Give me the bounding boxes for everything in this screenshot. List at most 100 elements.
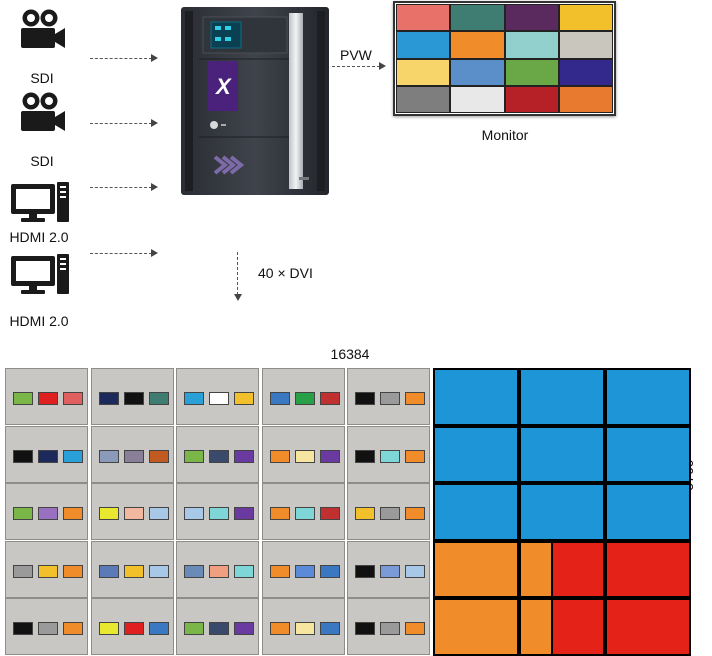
wall-block-red	[605, 540, 691, 598]
monitor-cell	[396, 4, 451, 32]
panel-swatch	[63, 507, 83, 520]
wall-panel	[347, 483, 430, 540]
input-arrow	[151, 249, 158, 257]
video-wall	[5, 368, 692, 656]
wall-panel	[176, 483, 259, 540]
panel-swatch	[13, 449, 33, 463]
wall-block-red	[605, 598, 691, 656]
panel-swatch	[63, 622, 83, 635]
input-arrow	[151, 119, 158, 127]
monitor-cell	[450, 4, 505, 32]
wall-panel	[347, 598, 430, 655]
input-arrow	[90, 58, 152, 59]
panel-swatch	[38, 449, 58, 463]
panel-swatch	[209, 564, 229, 578]
device-logo-text: X	[214, 74, 232, 99]
monitor-cell	[504, 85, 559, 113]
monitor-cell	[396, 85, 451, 113]
panel-swatch	[294, 449, 315, 463]
panel-swatch	[380, 449, 400, 463]
panel-swatch	[13, 564, 33, 578]
wall-panel	[90, 368, 174, 425]
video-camera-icon	[18, 91, 66, 140]
panel-swatch	[294, 507, 315, 520]
wall-panel	[176, 425, 259, 483]
panel-swatch	[319, 449, 340, 463]
wall-panel	[5, 425, 88, 483]
wall-panel	[347, 368, 430, 425]
panel-swatch	[63, 449, 83, 463]
panel-swatch	[148, 564, 169, 578]
wall-block-blue	[433, 425, 519, 483]
video-processor-icon: X	[181, 7, 329, 195]
panel-swatch	[63, 392, 83, 405]
output-arrow	[234, 294, 242, 301]
wall-block-blue	[605, 425, 691, 483]
output-arrow	[237, 252, 238, 295]
wall-block-red	[553, 540, 605, 598]
monitor-cell	[558, 58, 613, 86]
wall-panel	[176, 598, 259, 655]
panel-swatch	[98, 564, 119, 578]
panel-swatch	[13, 507, 33, 520]
panel-swatch	[234, 449, 254, 463]
panel-swatch	[98, 622, 119, 635]
panel-swatch	[234, 564, 254, 578]
panel-swatch	[294, 564, 315, 578]
wall-block-orange	[519, 540, 553, 598]
panel-swatch	[269, 622, 290, 635]
wall-panel	[347, 425, 430, 483]
wall-block-orange	[519, 598, 553, 656]
panel-swatch	[405, 507, 425, 520]
monitor	[393, 1, 616, 116]
panel-swatch	[148, 392, 169, 405]
input-arrow	[90, 187, 152, 188]
output-label: 40 × DVI	[258, 265, 313, 281]
monitor-cell	[558, 31, 613, 59]
pvw-arrow	[379, 62, 386, 70]
panel-swatch	[13, 622, 33, 635]
panel-swatch	[380, 622, 400, 635]
wall-panel	[90, 540, 174, 598]
panel-swatch	[355, 622, 375, 635]
panel-swatch	[148, 507, 169, 520]
wall-block-orange	[433, 540, 519, 598]
wall-panel	[176, 540, 259, 598]
panel-swatch	[148, 449, 169, 463]
panel-swatch	[38, 392, 58, 405]
monitor-color-grid	[396, 4, 613, 113]
panel-swatch	[184, 507, 204, 520]
panel-swatch	[123, 449, 144, 463]
panel-swatch	[355, 449, 375, 463]
wall-panel	[90, 483, 174, 540]
panel-swatch	[269, 392, 290, 405]
monitor-cell	[450, 85, 505, 113]
panel-swatch	[269, 564, 290, 578]
monitor-cell	[450, 31, 505, 59]
wall-block-blue	[519, 425, 605, 483]
panel-swatch	[38, 507, 58, 520]
wall-block-blue	[433, 368, 519, 426]
wall-panel	[261, 368, 345, 425]
panel-swatch	[184, 392, 204, 405]
video-processor-device: X	[181, 7, 329, 195]
panel-swatch	[123, 392, 144, 405]
source-label: HDMI 2.0	[9, 229, 69, 245]
wall-panel	[90, 425, 174, 483]
source-label: SDI	[30, 153, 54, 169]
monitor-label: Monitor	[481, 127, 529, 143]
panel-swatch	[380, 392, 400, 405]
wall-block-blue	[605, 483, 691, 541]
wall-panel	[5, 483, 88, 540]
panel-swatch	[319, 564, 340, 578]
panel-swatch	[38, 622, 58, 635]
input-arrow	[151, 54, 158, 62]
panel-swatch	[294, 622, 315, 635]
panel-swatch	[355, 507, 375, 520]
monitor-cell	[396, 58, 451, 86]
panel-swatch	[63, 564, 83, 578]
panel-swatch	[123, 564, 144, 578]
wall-panel	[261, 425, 345, 483]
panel-swatch	[234, 622, 254, 635]
desktop-computer-icon	[9, 180, 71, 229]
